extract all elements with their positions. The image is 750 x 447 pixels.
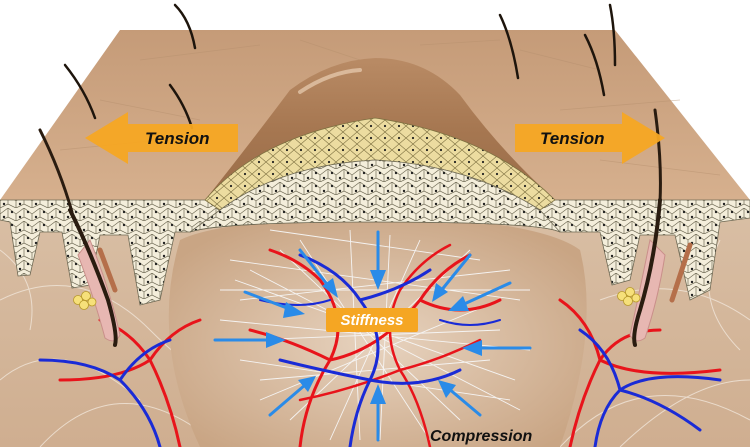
scar-vessels [248, 243, 502, 447]
sebaceous-gland-icon [617, 287, 641, 306]
hair-follicle-icon [629, 108, 666, 347]
left-vessels [38, 318, 202, 447]
stiffness-badge [326, 308, 418, 332]
sebaceous-gland-icon [73, 291, 97, 310]
surface-hairs [63, 3, 617, 130]
tension-left-arrow [85, 112, 238, 164]
scar-dermis-cells [189, 159, 561, 233]
hair-follicle-icon [38, 128, 121, 347]
tension-right-label: Tension [540, 129, 605, 148]
compression-label: Compression [430, 428, 532, 445]
right-vessels [558, 298, 722, 447]
tension-right-arrow [515, 112, 665, 164]
tension-left-label: Tension [145, 129, 210, 148]
stiffness-label: Stiffness [340, 312, 403, 329]
compression-arrows [213, 230, 532, 442]
